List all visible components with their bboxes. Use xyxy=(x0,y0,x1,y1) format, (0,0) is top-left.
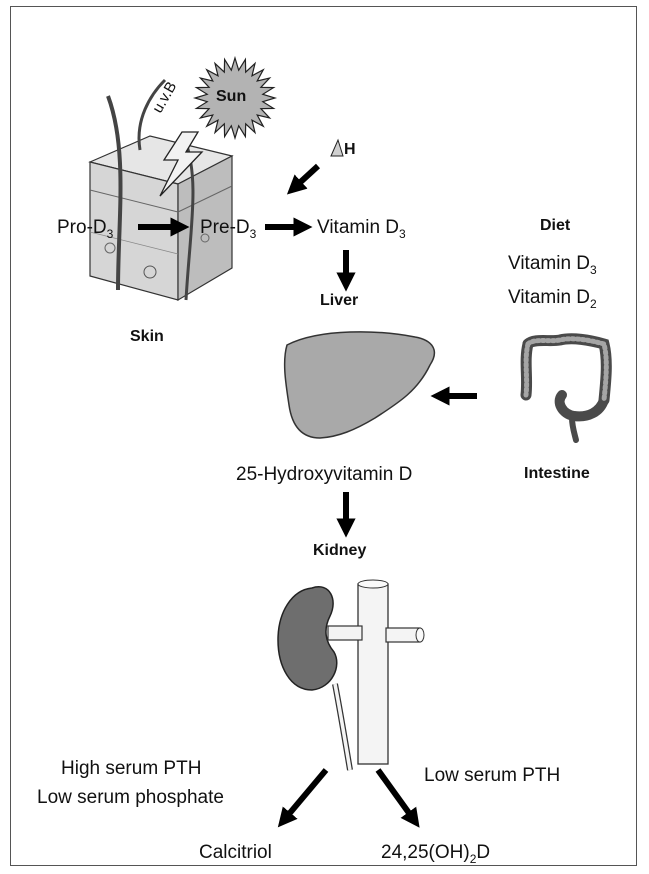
diet-vitamin-d3-label: Vitamin D3 xyxy=(508,254,597,276)
vitamin-d3-label: Vitamin D3 xyxy=(317,218,406,240)
low-pth-label: Low serum PTH xyxy=(424,766,560,785)
arrow-heat-to-vitamin xyxy=(294,166,318,188)
kidney-label: Kidney xyxy=(313,543,366,559)
calcitriol-label: Calcitriol xyxy=(199,843,272,862)
dihydroxy-d-label: 24,25(OH)2D xyxy=(381,843,490,865)
liver-label: Liver xyxy=(320,293,358,309)
hydroxyvitamin-d-label: 25-Hydroxyvitamin D xyxy=(236,465,412,484)
arrow-kidney-to-dihydroxy xyxy=(378,770,414,820)
intestine-label: Intestine xyxy=(524,466,590,482)
low-phosphate-label: Low serum phosphate xyxy=(37,788,224,807)
diet-vitamin-d2-label: Vitamin D2 xyxy=(508,288,597,310)
intestine-icon xyxy=(526,339,606,440)
liver-icon xyxy=(285,332,435,438)
pro-d3-label: Pro-D3 xyxy=(57,218,113,240)
delta-icon xyxy=(331,140,343,156)
delta-h-label: H xyxy=(344,142,356,158)
high-pth-label: High serum PTH xyxy=(61,759,201,778)
skin-label: Skin xyxy=(130,329,164,345)
kidney-icon xyxy=(278,580,424,770)
arrow-kidney-to-calcitriol xyxy=(284,770,326,820)
diet-label: Diet xyxy=(540,218,570,234)
pre-d3-label: Pre-D3 xyxy=(200,218,256,240)
sun-label: Sun xyxy=(216,89,246,105)
